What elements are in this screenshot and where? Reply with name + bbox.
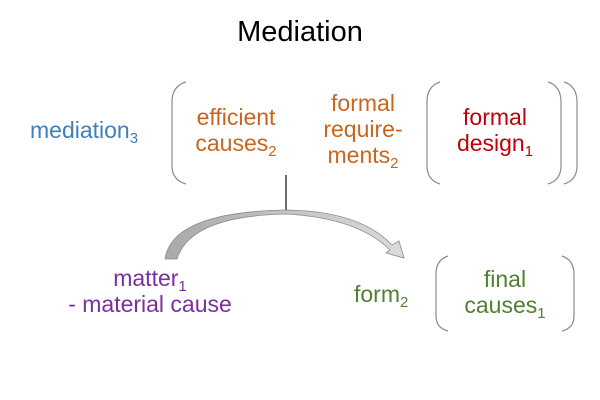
node-mediation-sub: 3 xyxy=(129,130,139,147)
node-efficient-causes-line1: efficient xyxy=(196,104,276,130)
node-matter-line2: - material cause xyxy=(68,291,232,317)
node-formal-requirements: formal require- ments2 xyxy=(308,90,418,171)
node-form: form2 xyxy=(354,281,408,310)
node-formal-requirements-sub: 2 xyxy=(390,155,399,172)
outer-bracket-right xyxy=(563,81,578,185)
node-formal-requirements-line2: require- xyxy=(323,116,403,142)
node-matter-line1: matter xyxy=(113,265,179,291)
inner-bracket-right xyxy=(547,81,562,185)
node-final-causes-line2: causes xyxy=(464,292,538,318)
node-matter: matter1 - material cause xyxy=(40,265,260,317)
node-final-causes: final causes1 xyxy=(448,266,562,321)
final-causes-bracket-right xyxy=(561,255,575,332)
node-formal-design-line2: design xyxy=(456,130,525,156)
node-efficient-causes: efficient causes2 xyxy=(186,104,286,159)
node-matter-sub: 1 xyxy=(178,278,187,295)
node-formal-design: formal design1 xyxy=(440,104,550,159)
curved-arrow xyxy=(164,209,405,260)
diagram-title: Mediation xyxy=(237,16,363,48)
node-efficient-causes-line2: causes xyxy=(195,130,269,156)
node-form-label: form xyxy=(354,281,400,307)
node-efficient-causes-sub: 2 xyxy=(268,143,277,160)
node-mediation: mediation3 xyxy=(30,117,138,146)
node-mediation-label: mediation xyxy=(30,117,130,143)
node-formal-requirements-line1: formal xyxy=(331,90,395,116)
inner-bracket-left xyxy=(426,81,441,185)
node-final-causes-line1: final xyxy=(483,266,527,292)
outer-bracket-left xyxy=(171,81,187,185)
node-formal-requirements-line3: ments xyxy=(327,142,391,168)
node-final-causes-sub: 1 xyxy=(537,305,546,322)
node-formal-design-line1: formal xyxy=(463,104,527,130)
node-form-sub: 2 xyxy=(400,294,409,311)
node-formal-design-sub: 1 xyxy=(524,143,534,160)
final-causes-bracket-left xyxy=(435,255,449,332)
